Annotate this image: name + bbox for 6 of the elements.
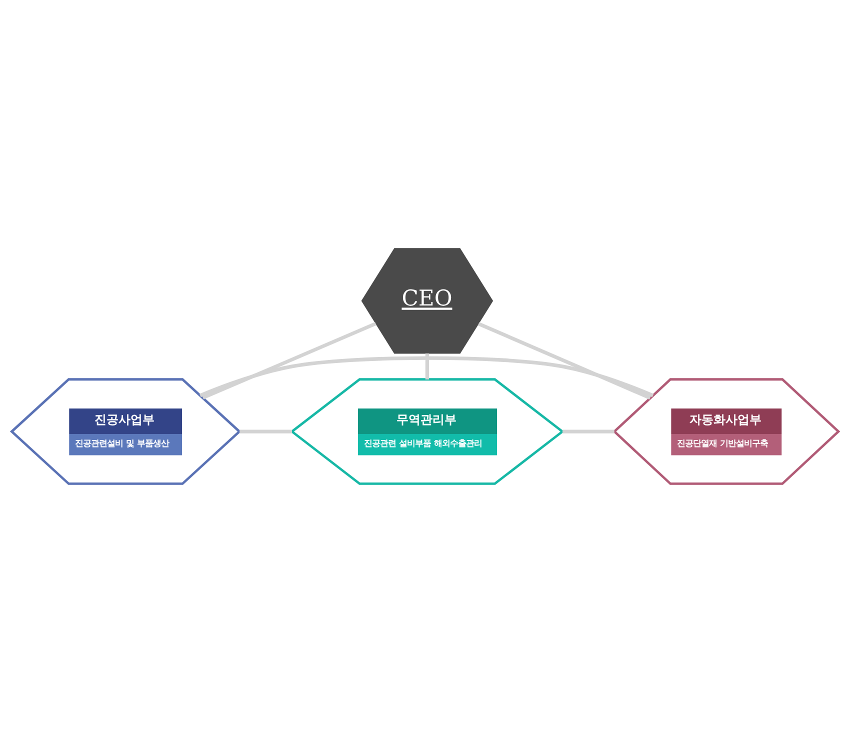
connector [478,322,651,400]
connector [200,356,654,398]
connector [202,322,376,400]
connector [240,430,292,434]
connector [425,353,430,380]
connector [562,430,614,434]
